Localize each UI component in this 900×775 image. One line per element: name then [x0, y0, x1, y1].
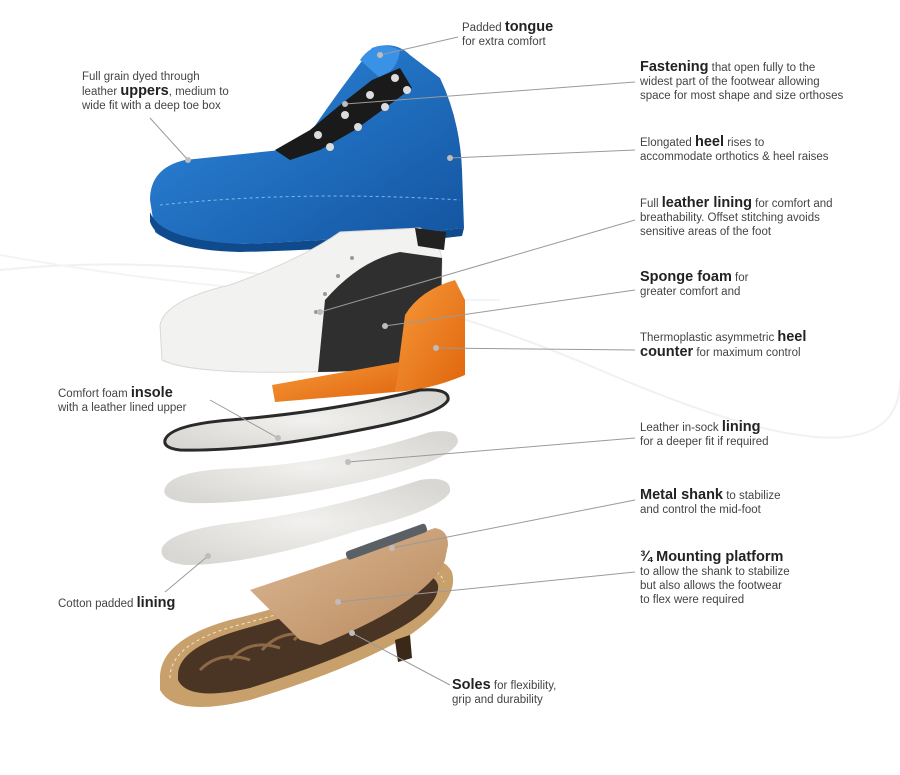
mounting-platform: [250, 528, 448, 645]
background-swoosh: [0, 263, 900, 439]
label-mounting-platform: ¾ Mounting platform to allow the shank t…: [640, 549, 790, 606]
eyelets: [314, 74, 411, 151]
tongue-shape: [360, 45, 400, 78]
metal-shank: [345, 523, 428, 560]
sole-tread: [198, 622, 345, 672]
label-heel: Elongated heel rises to accommodate orth…: [640, 134, 829, 163]
cotton-lining: [161, 478, 451, 565]
callout-dots: [185, 52, 453, 636]
insole: [163, 388, 450, 452]
callout-line-tongue: [379, 36, 459, 56]
callout-line-insock: [347, 437, 636, 463]
callout-line-shank: [391, 499, 636, 549]
label-soles: Soles for flexibility, grip and durabili…: [452, 677, 557, 706]
sponge-foam-strip: [272, 362, 400, 402]
sole-heel-block: [395, 635, 412, 662]
label-metal-shank: Metal shank to stabilize and control the…: [640, 487, 781, 516]
callout-line-heel: [449, 149, 636, 159]
callout-lines: [149, 36, 636, 686]
heel-counter: [395, 280, 465, 392]
callout-line-insole: [209, 399, 279, 439]
callout-line-cotton: [164, 555, 209, 593]
callout-line-counter: [435, 347, 636, 351]
label-sponge-foam: Sponge foam for greater comfort and: [640, 269, 749, 298]
upper-stitch: [159, 195, 461, 206]
callout-line-uppers: [149, 117, 189, 161]
label-tongue: Padded tongue for extra comfort: [462, 19, 554, 48]
label-insole: Comfort foam insole with a leather lined…: [58, 385, 187, 414]
label-cotton-lining: Cotton padded lining: [58, 595, 176, 611]
lining-holes: [314, 256, 354, 314]
label-in-sock-lining: Leather in-sock lining for a deeper fit …: [640, 419, 769, 448]
in-sock-lining: [164, 431, 458, 504]
lining-collar: [415, 228, 446, 250]
callout-line-platform: [337, 571, 636, 603]
lining-part: [159, 227, 465, 402]
label-heel-counter: Thermoplastic asymmetric heel counter fo…: [640, 329, 807, 360]
callout-line-fastening: [344, 81, 636, 105]
label-fastening: Fastening that open fully to the widest …: [640, 59, 844, 102]
callout-line-lining: [319, 219, 636, 313]
label-uppers: Full grain dyed through leather uppers, …: [82, 71, 229, 112]
label-leather-lining: Full leather lining for comfort and brea…: [640, 195, 833, 238]
callout-line-soles: [351, 632, 451, 686]
callout-line-sponge: [384, 289, 636, 327]
